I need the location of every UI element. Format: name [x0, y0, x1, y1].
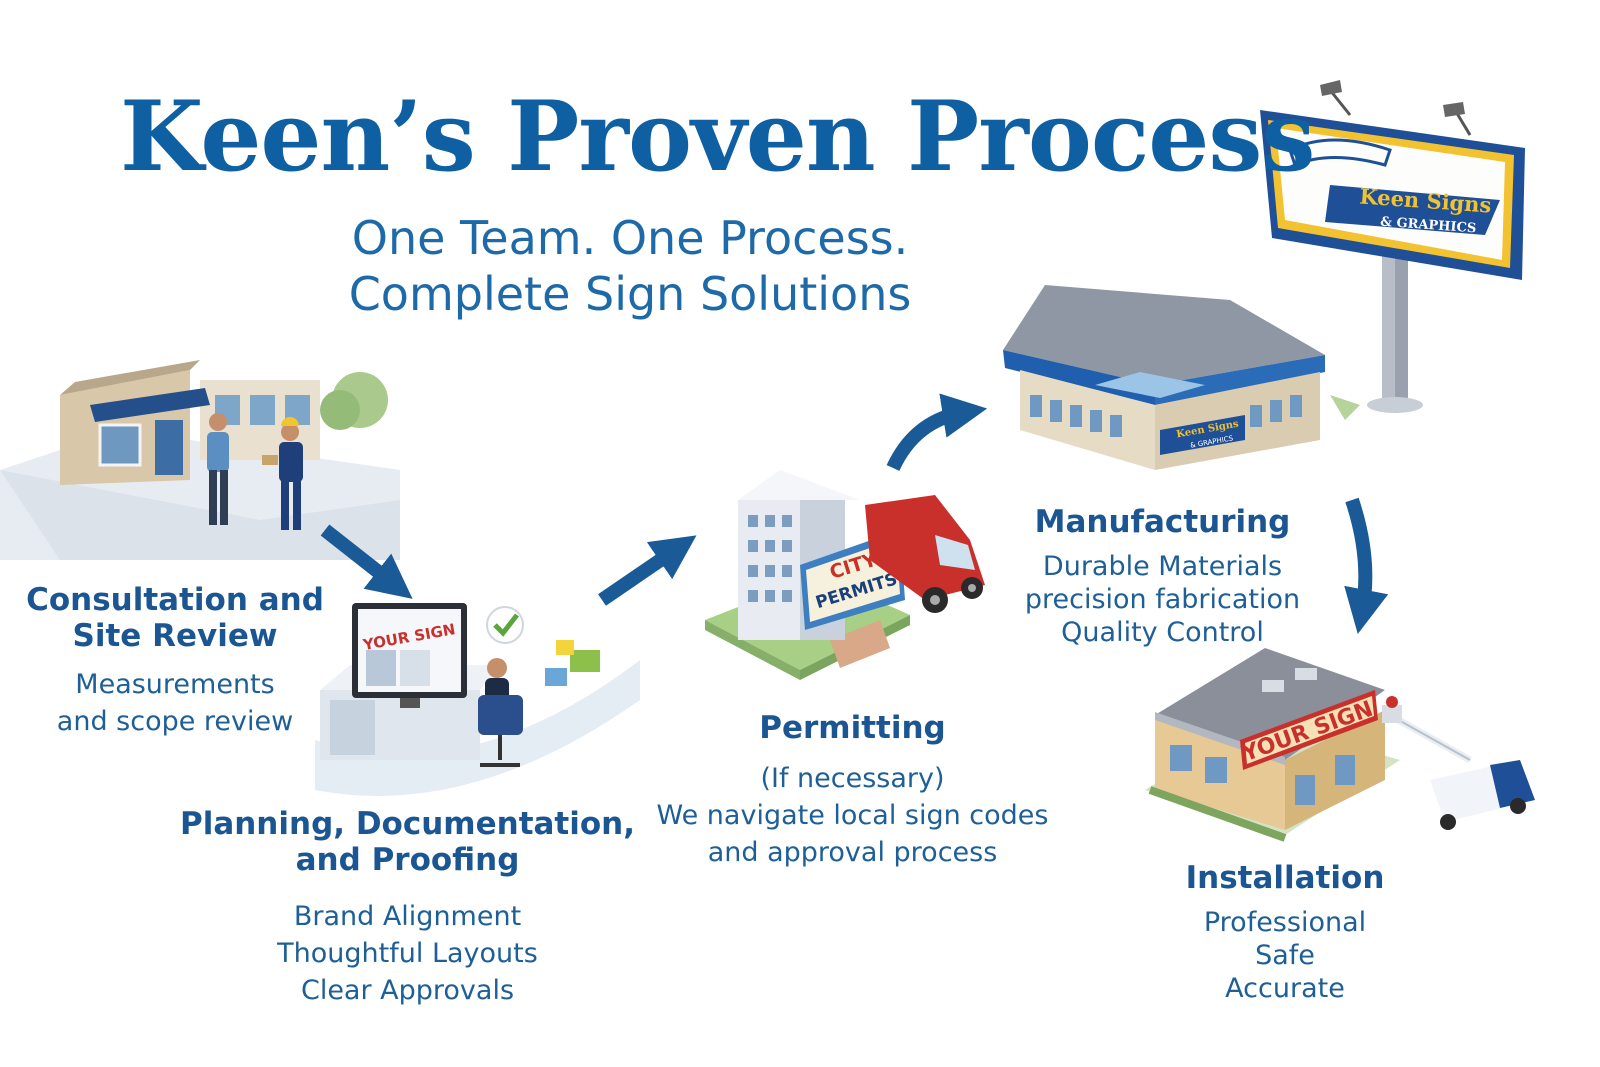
step-detail-line: Safe — [1255, 940, 1315, 971]
flow-arrows — [320, 393, 1389, 634]
arrow-manufacturing-to-installation — [1344, 497, 1389, 634]
step-heading-line: Manufacturing — [1034, 504, 1291, 540]
installation-scene-illustration: YOUR SIGN — [1145, 648, 1535, 842]
step-detail-line: Durable Materials — [1042, 551, 1283, 582]
step-detail-line: Quality Control — [1061, 617, 1264, 648]
step-planning: Planning, Documentation, and Proofing Br… — [175, 806, 640, 1009]
step-detail-line: precision fabrication — [1024, 584, 1301, 615]
arrow-permitting-to-manufacturing — [886, 393, 988, 472]
step-detail-line: and scope review — [56, 706, 294, 737]
permitting-scene-illustration: CITY PERMITS — [705, 470, 985, 680]
step-installation: Installation Professional Safe Accurate — [1160, 860, 1410, 1005]
step-detail-line: and approval process — [707, 837, 998, 868]
manufacturing-facility-illustration: Keen Signs & GRAPHICS — [1003, 285, 1360, 470]
step-details: Professional Safe Accurate — [1160, 906, 1410, 1005]
step-detail-line: Measurements — [75, 669, 275, 700]
page-subtitle: One Team. One Process. Complete Sign Sol… — [300, 210, 960, 322]
billboard-graphics-text: & GRAPHICS — [1380, 215, 1477, 237]
page-title: Keen’s Proven Process — [120, 80, 1315, 193]
step-manufacturing: Manufacturing Durable Materials precisio… — [1010, 504, 1315, 649]
step-heading-line: Installation — [1185, 860, 1385, 896]
step-heading: Permitting — [655, 710, 1050, 746]
consultation-scene-illustration — [0, 360, 400, 560]
subtitle-line: One Team. One Process. — [351, 211, 909, 265]
step-heading-line: Consultation and — [26, 582, 324, 618]
arrow-consultation-to-planning — [320, 524, 413, 599]
step-heading-line: Site Review — [72, 618, 278, 654]
step-consultation: Consultation and Site Review Measurement… — [10, 582, 340, 740]
step-heading: Consultation and Site Review — [10, 582, 340, 654]
step-heading-line: Planning, Documentation, — [179, 806, 636, 842]
step-permitting: Permitting (If necessary) We navigate lo… — [655, 710, 1050, 871]
step-details: (If necessary) We navigate local sign co… — [655, 760, 1050, 871]
step-details: Durable Materials precision fabrication … — [1010, 550, 1315, 649]
step-detail-line: Accurate — [1225, 973, 1345, 1004]
step-heading-line: Permitting — [759, 710, 946, 746]
keen-signs-billboard: Keen Signs & GRAPHICS — [1260, 80, 1525, 413]
step-detail-line: (If necessary) — [760, 763, 945, 794]
step-detail-line: Brand Alignment — [293, 901, 522, 932]
step-details: Brand Alignment Thoughtful Layouts Clear… — [175, 898, 640, 1009]
step-details: Measurements and scope review — [10, 666, 340, 740]
step-detail-line: Thoughtful Layouts — [277, 938, 538, 969]
step-detail-line: Professional — [1203, 907, 1367, 938]
step-detail-line: We navigate local sign codes — [656, 800, 1049, 831]
arrow-planning-to-permitting — [598, 535, 697, 606]
planning-scene-illustration: YOUR SIGN — [315, 603, 640, 796]
step-heading: Installation — [1160, 860, 1410, 896]
step-detail-line: Clear Approvals — [300, 975, 515, 1006]
subtitle-line: Complete Sign Solutions — [348, 267, 912, 321]
step-heading: Manufacturing — [1010, 504, 1315, 540]
step-heading-line: and Proofing — [295, 842, 520, 878]
step-heading: Planning, Documentation, and Proofing — [175, 806, 640, 878]
